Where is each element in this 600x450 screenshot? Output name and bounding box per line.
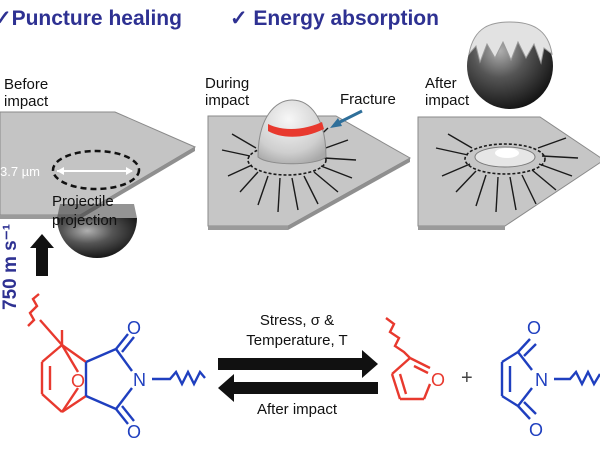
maleimide-oxygen-bottom: O [529, 420, 543, 440]
plus-sign: + [461, 367, 473, 389]
projection-label-line2: projection [52, 212, 117, 229]
equilibrium-arrows: Stress, σ & Temperature, T After impact [218, 312, 378, 418]
membrane-edge-during [208, 226, 288, 230]
diameter-arrowhead-right [126, 167, 133, 175]
membrane-cap [468, 21, 553, 65]
membrane-side-before [80, 147, 195, 219]
reverse-arrow [218, 374, 378, 402]
maleimide-nitrogen: N [535, 370, 548, 390]
after-impact-line2: impact [425, 92, 470, 109]
maleimide-oxygen-top: O [527, 318, 541, 338]
crater-ring-after [464, 143, 546, 175]
before-impact-line1: Before [4, 76, 48, 93]
fracture-pointer [335, 109, 363, 126]
panel-before-impact: 3.7 µm Projectile projection Before impa… [0, 76, 197, 310]
diameter-label: 3.7 µm [0, 164, 40, 179]
before-impact-line2: impact [4, 93, 49, 110]
furan-oxygen: O [431, 370, 445, 390]
membrane-edge-after [418, 226, 505, 230]
diels-alder-adduct: O O O N [27, 293, 206, 442]
velocity-arrow [30, 234, 54, 276]
carbonyl-oxygen-bottom: O [127, 422, 141, 442]
projectile-sphere-below [57, 218, 137, 258]
puncture-hole [495, 148, 519, 158]
adduct-imide-bonds [84, 333, 206, 425]
during-impact-line2: impact [205, 92, 250, 109]
radial-cracks-during [221, 127, 357, 213]
reverse-condition: After impact [257, 401, 338, 418]
diameter-arrowhead-left [57, 167, 64, 175]
panel-after-impact: After impact [417, 21, 600, 230]
panel-during-impact: Fracture During impact [205, 75, 412, 230]
carbonyl-oxygen-top: O [127, 318, 141, 338]
radial-cracks-after [435, 133, 579, 213]
after-impact-line1: After [425, 75, 457, 92]
projection-label-line1: Projectile [52, 193, 114, 210]
adduct-bicyclic-bonds [27, 293, 87, 413]
imide-nitrogen: N [133, 370, 146, 390]
projectile-shadow [57, 204, 137, 218]
puncture-healing-title: ✓Puncture healing [0, 7, 182, 30]
fracture-pointer-head [330, 118, 342, 128]
during-impact-line1: During [205, 75, 249, 92]
fracture-band [268, 122, 324, 137]
maleimide-molecule: O O N [500, 318, 600, 440]
furan-bonds [385, 317, 432, 401]
energy-absorption-title: ✓ Energy absorption [230, 7, 439, 30]
membrane-sheet-after [417, 116, 600, 227]
crater-ring-during [247, 144, 327, 176]
projection-outline [51, 149, 141, 191]
bridge-oxygen: O [71, 371, 85, 391]
membrane-side-during [288, 158, 410, 230]
forward-arrow [218, 350, 378, 378]
furan-molecule: O [385, 317, 445, 401]
velocity-label: 750 m s⁻¹ [0, 224, 21, 310]
forward-condition-line2: Temperature, T [246, 332, 347, 349]
fracture-label: Fracture [340, 91, 396, 108]
forward-condition-line1: Stress, σ & [260, 312, 334, 329]
maleimide-bonds [500, 338, 600, 420]
